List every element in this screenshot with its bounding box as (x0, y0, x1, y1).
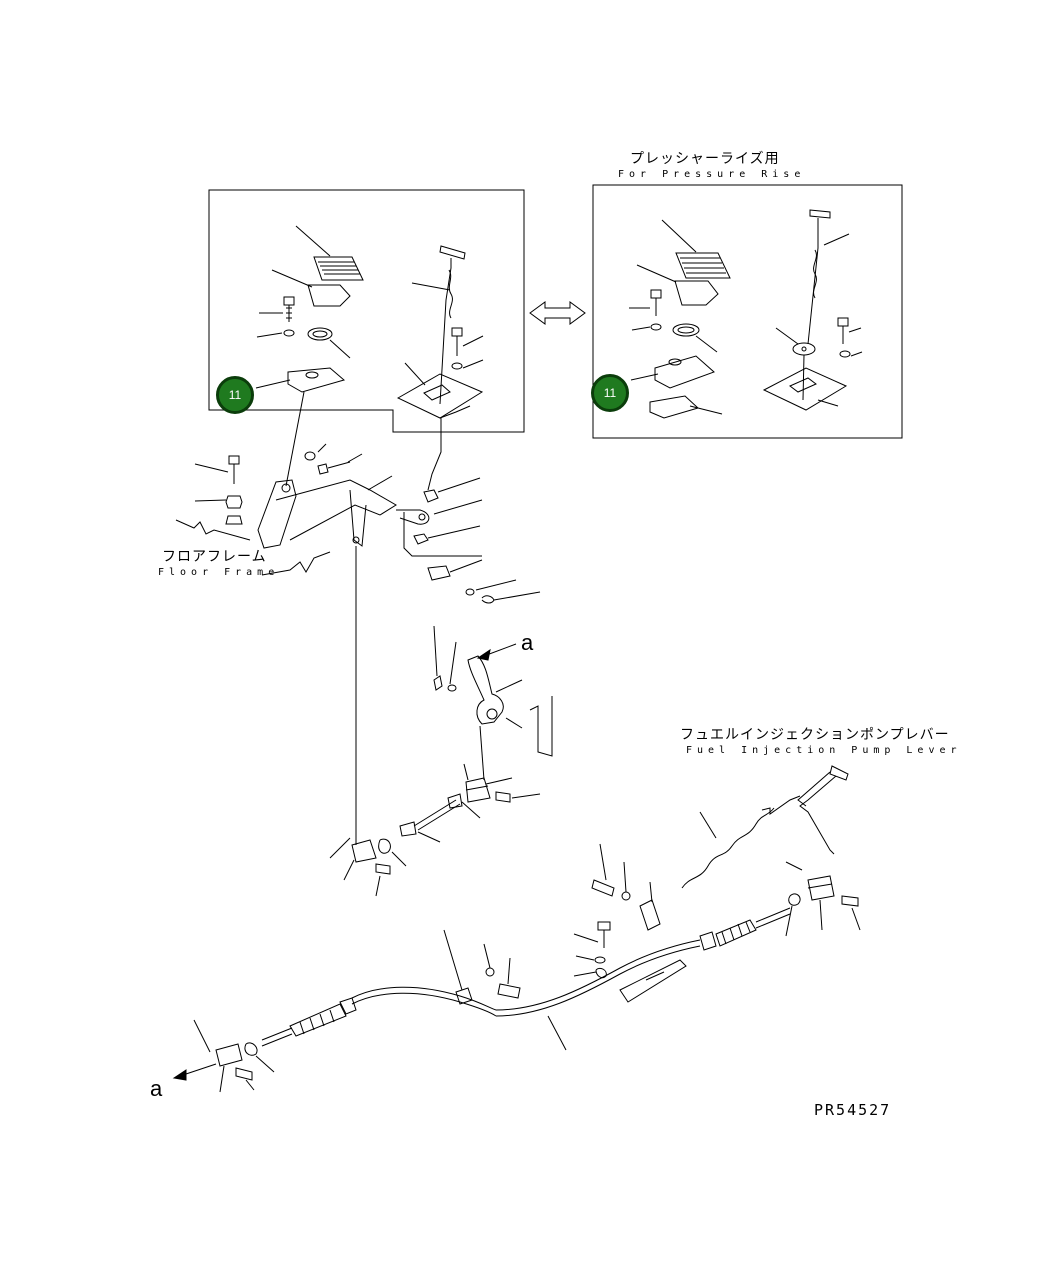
link-nut-part (403, 512, 482, 557)
cable-end-upper-part (699, 907, 791, 951)
lower-rod-end-part (329, 837, 407, 897)
pedal-bracket-part (255, 367, 346, 393)
bellcrank-part (467, 655, 553, 781)
pivot-bolt-part (317, 453, 363, 475)
callout-11-pressure-rise[interactable]: 11 (591, 374, 629, 412)
control-cable (351, 939, 701, 1051)
pump-lever-part (761, 765, 849, 855)
pump-nut-part (785, 893, 801, 937)
bellcrank-washer-part (447, 641, 457, 692)
floor-nut-part (194, 495, 243, 509)
fuel-pump-label-jp: フュエルインジェクションポンプレバー (680, 727, 950, 743)
floor-frame-label-jp: フロアフレーム (162, 549, 267, 565)
bracket-bolt-part (591, 843, 615, 897)
stopper-part (427, 559, 483, 581)
pr-lever-washer-part (839, 350, 863, 358)
lower-end-clevis-part (193, 1019, 275, 1093)
pedal-pad-part (295, 225, 364, 281)
cable-bracket-part (619, 881, 687, 1003)
lever-plate-part (396, 362, 484, 419)
pr-lever-plate-part (762, 367, 848, 411)
clip-washer-part (465, 579, 517, 596)
lever-washer-part (451, 359, 484, 370)
throttle-lever-part (411, 245, 466, 405)
rod-end-part (396, 499, 483, 525)
washer-part (256, 329, 295, 338)
pedal-arm-part (257, 475, 397, 549)
drawing-code: PR54527 (814, 1101, 892, 1119)
pr-pedal-pad-part (661, 219, 731, 279)
return-spring-part (681, 807, 775, 889)
pr-pedal-bracket-part (630, 355, 715, 389)
ref-a-lower-label: a (150, 1076, 163, 1101)
floor-cushion-part (225, 515, 243, 525)
upper-washer-part (304, 443, 327, 461)
floor-frame-label-en: Floor Frame (158, 567, 280, 578)
cotter-pin-part (481, 591, 541, 604)
grommet-part (307, 327, 351, 359)
pump-pin-part (841, 895, 861, 931)
callout-11-standard[interactable]: 11 (216, 376, 254, 414)
pr-washer-part (631, 323, 662, 331)
standard-box-outline (208, 189, 525, 433)
floor-bolt-part (194, 455, 240, 484)
bracket-washer-part (621, 861, 631, 901)
cable-clamp-part (443, 929, 521, 1005)
cable-end-lower-part (261, 997, 357, 1047)
alternative-arrow (529, 301, 586, 325)
rod-end-upper-part (463, 763, 513, 803)
adjust-rod-part (399, 793, 481, 843)
pr-stopper-part (649, 395, 723, 419)
pr-lever-bolt-part (837, 317, 862, 344)
cable-washer-part (575, 955, 606, 964)
cable-nut-part (573, 967, 607, 979)
pr-pedal-cover-part (636, 264, 719, 306)
pr-seal-part (775, 327, 816, 401)
pr-grommet-part (672, 323, 718, 353)
lever-bolt-part (451, 327, 484, 356)
bolt-part (259, 296, 295, 322)
fuel-pump-label-en: Fuel Injection Pump Lever (686, 745, 962, 756)
bellcrank-clip-part (433, 625, 443, 691)
linkage-rod (285, 391, 442, 491)
rod-nut-part (423, 477, 481, 503)
ref-a-upper-arrow (476, 643, 517, 661)
pr-bolt-part (629, 289, 662, 316)
pressure-rise-label-jp: プレッシャーライズ用 (630, 151, 780, 167)
floor-frame-break (175, 519, 331, 576)
ref-a-upper-label: a (521, 630, 534, 655)
pedal-cover-part (271, 269, 351, 307)
upper-pin-part (495, 791, 541, 803)
pressure-rise-label-en: For Pressure Rise (618, 169, 806, 180)
ref-a-lower-arrow (172, 1063, 217, 1081)
pr-lever-part (807, 209, 850, 345)
pump-rod-end-part (785, 861, 835, 931)
cable-bolt-part (573, 921, 611, 948)
pressure-rise-box-outline (592, 184, 903, 439)
